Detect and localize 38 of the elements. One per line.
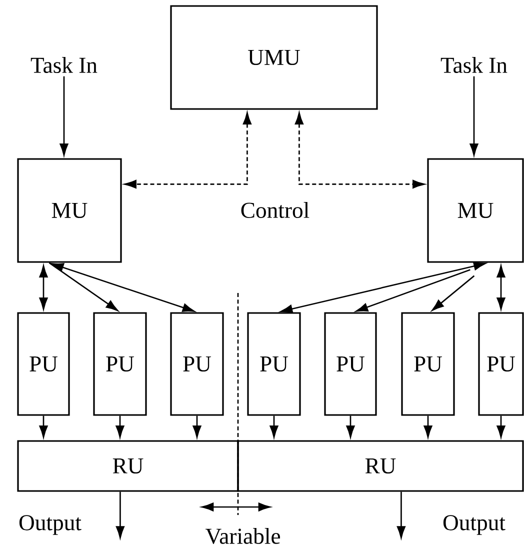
box: MU bbox=[427, 158, 524, 263]
arrow bbox=[124, 112, 252, 188]
arrow bbox=[424, 416, 432, 438]
arrow bbox=[52, 263, 195, 312]
box: PU bbox=[401, 312, 455, 416]
arrow bbox=[432, 275, 475, 311]
arrow bbox=[270, 416, 278, 438]
arrow bbox=[116, 492, 124, 538]
text-label: Variable bbox=[206, 528, 280, 544]
arrow bbox=[496, 416, 506, 438]
box: RU bbox=[237, 440, 524, 492]
arrow bbox=[39, 265, 48, 310]
arrow bbox=[48, 262, 118, 312]
box: PU bbox=[93, 312, 147, 416]
text-label: Output bbox=[443, 515, 506, 535]
arrow bbox=[470, 76, 478, 156]
box: PU bbox=[478, 312, 524, 416]
arrow bbox=[39, 416, 48, 438]
arrow bbox=[294, 112, 425, 188]
arrow bbox=[356, 269, 470, 312]
arrow bbox=[280, 262, 486, 314]
box: UMU bbox=[170, 5, 378, 110]
arrow bbox=[396, 492, 406, 538]
text-label: Output bbox=[19, 515, 82, 535]
arrow bbox=[496, 265, 506, 310]
input-label: Task In bbox=[440, 57, 508, 73]
box: PU bbox=[247, 312, 301, 416]
arrow bbox=[192, 416, 202, 438]
arrow bbox=[346, 416, 355, 438]
arrow bbox=[116, 416, 124, 438]
box: MU bbox=[17, 158, 122, 263]
box: RU bbox=[17, 440, 239, 492]
box: PU bbox=[170, 312, 224, 416]
input-label: Task In bbox=[30, 57, 98, 73]
arrow bbox=[60, 76, 68, 156]
text-label: Control bbox=[241, 202, 310, 218]
box: PU bbox=[324, 312, 377, 416]
box: PU bbox=[17, 312, 70, 416]
